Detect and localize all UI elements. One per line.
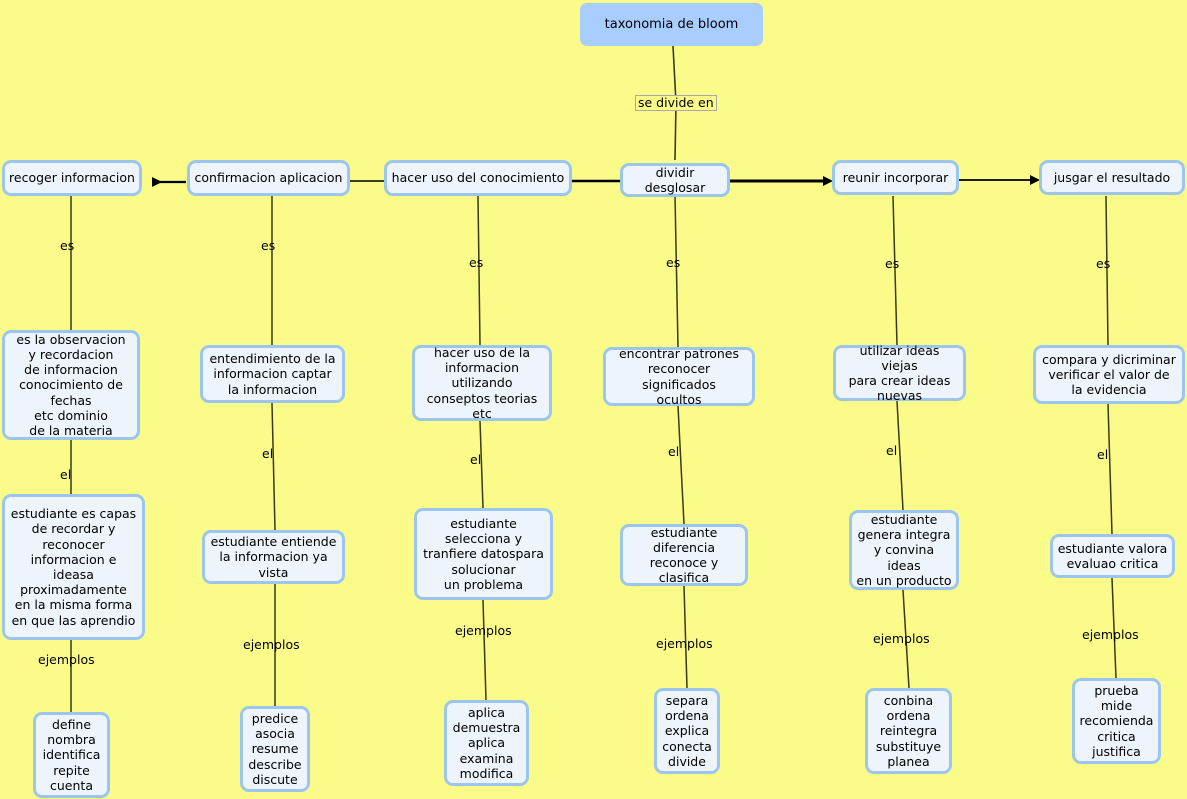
node-student-hacer-uso-del-conocimiento[interactable]: estudiante selecciona y tranfiere datosp…: [414, 508, 553, 600]
node-level-label: jusgar el resultado: [1053, 169, 1171, 185]
node-student-text: estudiante diferencia reconoce y clasifi…: [649, 524, 719, 586]
edge-label-ejemplos-2: ejemplos: [243, 638, 300, 652]
node-definition-confirmacion-aplicacion[interactable]: entendimiento de la informacion captar l…: [200, 345, 345, 403]
node-definition-text: encontrar patrones reconocer significado…: [618, 346, 739, 407]
edge-label-ejemplos-6: ejemplos: [1082, 628, 1139, 642]
edge-label-el-1: el: [60, 468, 71, 482]
node-student-dividir-desglosar[interactable]: estudiante diferencia reconoce y clasifi…: [620, 524, 748, 586]
node-student-recoger-informacion[interactable]: estudiante es capas de recordar y recono…: [2, 494, 145, 640]
node-examples-text: prueba mide recomienda critica justifica: [1079, 683, 1154, 759]
edge-label-ejemplos-5: ejemplos: [873, 632, 930, 646]
node-level-dividir-desglosar[interactable]: dividir desglosar: [620, 163, 730, 197]
node-examples-text: separa ordena explica conecta divide: [662, 693, 712, 769]
node-student-text: estudiante valora evaluao critica: [1057, 540, 1168, 571]
edge-label-text: ejemplos: [656, 636, 713, 651]
node-definition-text: hacer uso de la informacion utilizando c…: [426, 345, 538, 421]
node-student-text: estudiante entiende la informacion ya vi…: [210, 534, 337, 580]
edge-label-el-4: el: [668, 445, 679, 459]
node-examples-text: conbina ordena reintegra substituye plan…: [875, 693, 942, 769]
node-definition-recoger-informacion[interactable]: es la observacion y recordacion de infor…: [2, 330, 140, 440]
edge-label-el-5: el: [886, 444, 897, 458]
edge-label-text: ejemplos: [38, 652, 95, 667]
node-examples-text: aplica demuestra aplica examina modifica: [452, 705, 521, 781]
edge-label-ejemplos-1: ejemplos: [38, 653, 95, 667]
edge-label-text: ejemplos: [243, 637, 300, 652]
edge-label-text: ejemplos: [1082, 627, 1139, 642]
edge-label-text: es: [60, 238, 75, 253]
node-level-hacer-uso-del-conocimiento[interactable]: hacer uso del conocimiento: [384, 160, 572, 196]
node-definition-hacer-uso-del-conocimiento[interactable]: hacer uso de la informacion utilizando c…: [412, 345, 552, 421]
edge-label-text: el: [886, 443, 898, 458]
node-level-label: reunir incorporar: [842, 169, 949, 185]
node-student-text: estudiante genera integra y convina idea…: [856, 512, 952, 588]
node-examples-confirmacion-aplicacion[interactable]: predice asocia resume describe discute: [240, 706, 310, 792]
node-level-reunir-incorporar[interactable]: reunir incorporar: [832, 160, 959, 195]
edge-label-text: es: [666, 255, 681, 270]
node-examples-recoger-informacion[interactable]: define nombra identifica repite cuenta: [33, 712, 110, 798]
edge-label-text: ejemplos: [455, 623, 512, 638]
node-student-reunir-incorporar[interactable]: estudiante genera integra y convina idea…: [849, 510, 959, 590]
edge-label-text: ejemplos: [873, 631, 930, 646]
edge-label-se-divide-en[interactable]: se divide en: [635, 95, 717, 111]
node-level-label: dividir desglosar: [644, 164, 706, 195]
edge-label-el-3: el: [470, 453, 481, 467]
edge-label-text: es: [1096, 256, 1111, 271]
node-root-label: taxonomia de bloom: [604, 16, 739, 32]
edge-label-es-3: es: [469, 256, 483, 270]
edge-label-es-1: es: [60, 239, 74, 253]
node-examples-dividir-desglosar[interactable]: separa ordena explica conecta divide: [654, 688, 720, 774]
node-definition-jusgar-el-resultado[interactable]: compara y dicriminar verificar el valor …: [1033, 345, 1185, 404]
node-definition-text: entendimiento de la informacion captar l…: [209, 351, 336, 397]
node-student-text: estudiante es capas de recordar y recono…: [10, 506, 137, 628]
edge-label-text: el: [262, 446, 274, 461]
node-root-taxonomia[interactable]: taxonomia de bloom: [580, 3, 763, 46]
edge-label-el-6: el: [1097, 448, 1108, 462]
edge-label-text: es: [261, 238, 276, 253]
node-level-jusgar-el-resultado[interactable]: jusgar el resultado: [1039, 160, 1185, 195]
edge-label-ejemplos-4: ejemplos: [656, 637, 713, 651]
node-student-confirmacion-aplicacion[interactable]: estudiante entiende la informacion ya vi…: [202, 530, 345, 584]
edge-label-el-2: el: [262, 447, 273, 461]
node-examples-hacer-uso-del-conocimiento[interactable]: aplica demuestra aplica examina modifica: [444, 700, 529, 786]
edge-label-text: es: [885, 256, 900, 271]
node-definition-text: compara y dicriminar verificar el valor …: [1042, 351, 1176, 398]
edge-label-text: el: [60, 467, 72, 482]
edge-label-text: el: [1097, 447, 1109, 462]
node-definition-text: es la observacion y recordacion de infor…: [16, 331, 126, 439]
edge-label-es-2: es: [261, 239, 275, 253]
edge-label-es-5: es: [885, 257, 899, 271]
edge-label-text: el: [668, 444, 680, 459]
node-definition-reunir-incorporar[interactable]: utilizar ideas viejas para crear ideas n…: [833, 342, 966, 404]
node-level-recoger-informacion[interactable]: recoger informacion: [2, 160, 142, 196]
node-definition-text: utilizar ideas viejas para crear ideas n…: [848, 342, 951, 404]
edge-label-es-4: es: [666, 256, 680, 270]
node-student-text: estudiante selecciona y tranfiere datosp…: [423, 515, 544, 592]
edge-label-text: el: [470, 452, 482, 467]
node-definition-dividir-desglosar[interactable]: encontrar patrones reconocer significado…: [603, 346, 755, 407]
node-examples-text: predice asocia resume describe discute: [248, 711, 302, 787]
node-level-label: hacer uso del conocimiento: [391, 170, 565, 186]
node-level-confirmacion-aplicacion[interactable]: confirmacion aplicacion: [187, 160, 350, 196]
edge-label-text: es: [469, 255, 484, 270]
node-student-jusgar-el-resultado[interactable]: estudiante valora evaluao critica: [1050, 534, 1175, 578]
edge-label-se-divide-en-text: se divide en: [638, 95, 714, 110]
node-level-label: confirmacion aplicacion: [194, 170, 343, 186]
edge-label-ejemplos-3: ejemplos: [455, 624, 512, 638]
node-examples-jusgar-el-resultado[interactable]: prueba mide recomienda critica justifica: [1072, 678, 1161, 764]
node-examples-reunir-incorporar[interactable]: conbina ordena reintegra substituye plan…: [865, 688, 952, 774]
node-examples-text: define nombra identifica repite cuenta: [42, 717, 101, 793]
node-level-label: recoger informacion: [9, 170, 135, 186]
edge-label-es-6: es: [1096, 257, 1110, 271]
